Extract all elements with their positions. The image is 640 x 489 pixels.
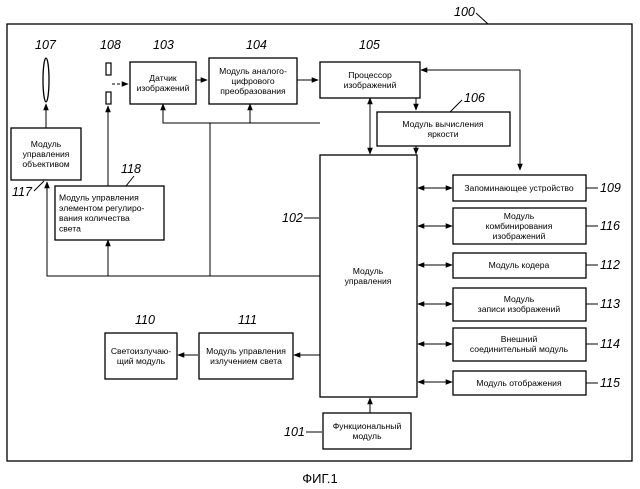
ref-104: 104 xyxy=(246,38,267,52)
label-line: Процессор xyxy=(348,70,392,80)
encoder-label: Модуль кодера xyxy=(489,260,550,270)
ref-111: 111 xyxy=(238,313,257,327)
label-line: Светоизлучаю- xyxy=(111,346,171,356)
ref-110: 110 xyxy=(135,313,155,327)
ref-109: 109 xyxy=(600,181,621,195)
label-line: изображений xyxy=(137,83,190,93)
label-line: Модуль вычисления xyxy=(402,119,484,129)
label-line: Датчик xyxy=(149,73,177,83)
label-line: Функциональный xyxy=(333,421,402,431)
label-line: света xyxy=(59,223,81,233)
ref-107: 107 xyxy=(35,38,57,52)
label-line: Модуль отображения xyxy=(476,378,562,388)
display-module-label: Модуль отображения xyxy=(476,378,562,388)
ref-117: 117 xyxy=(12,185,33,199)
ref-103: 103 xyxy=(153,38,174,52)
image-processor-label: Процессоризображений xyxy=(344,70,397,90)
label-line: Запоминающее устройство xyxy=(464,183,573,193)
label-line: комбинирования xyxy=(486,221,553,231)
ref-116: 116 xyxy=(600,219,620,233)
light-emitter-label: Светоизлучаю-щий модуль xyxy=(111,346,171,366)
label-line: соединительный модуль xyxy=(470,344,569,354)
label-line: Модуль управления xyxy=(206,346,286,356)
label-line: управления xyxy=(23,149,70,159)
label-line: Модуль xyxy=(353,266,384,276)
aperture-element-top xyxy=(106,63,111,75)
label-line: записи изображений xyxy=(478,304,561,314)
ref-118: 118 xyxy=(121,162,141,176)
memory-label: Запоминающее устройство xyxy=(464,183,573,193)
label-line: излучением света xyxy=(210,356,282,366)
ref-113: 113 xyxy=(600,297,620,311)
label-line: Модуль xyxy=(504,294,535,304)
figure-caption: ФИГ.1 xyxy=(302,471,338,486)
ref-115: 115 xyxy=(600,376,620,390)
lens-element xyxy=(43,58,49,102)
ref-112: 112 xyxy=(600,258,620,272)
ref-102: 102 xyxy=(282,211,303,225)
label-line: управления xyxy=(345,276,392,286)
label-line: Модуль управления xyxy=(59,193,139,203)
label-line: элементом регулиро- xyxy=(59,203,145,213)
label-line: объективом xyxy=(22,159,69,169)
ref-101: 101 xyxy=(284,425,305,439)
ref-106: 106 xyxy=(464,91,485,105)
emission-control-label: Модуль управленияизлучением света xyxy=(206,346,286,366)
label-line: Модуль аналого- xyxy=(219,66,287,76)
label-line: яркости xyxy=(427,129,458,139)
ref-100: 100 xyxy=(454,5,475,19)
label-line: изображений xyxy=(493,231,546,241)
label-line: модуль xyxy=(352,431,382,441)
ref-108: 108 xyxy=(100,38,121,52)
ref-114: 114 xyxy=(600,337,620,351)
label-line: изображений xyxy=(344,80,397,90)
label-line: вания количества xyxy=(59,213,130,223)
aperture-element-bottom xyxy=(106,92,111,104)
label-line: Модуль xyxy=(504,211,535,221)
ref-105: 105 xyxy=(359,38,380,52)
label-line: цифрового xyxy=(231,76,275,86)
label-line: Модуль кодера xyxy=(489,260,550,270)
label-line: Внешний xyxy=(501,334,538,344)
label-line: щий модуль xyxy=(117,356,166,366)
label-line: преобразования xyxy=(220,86,286,96)
label-line: Модуль xyxy=(31,139,62,149)
